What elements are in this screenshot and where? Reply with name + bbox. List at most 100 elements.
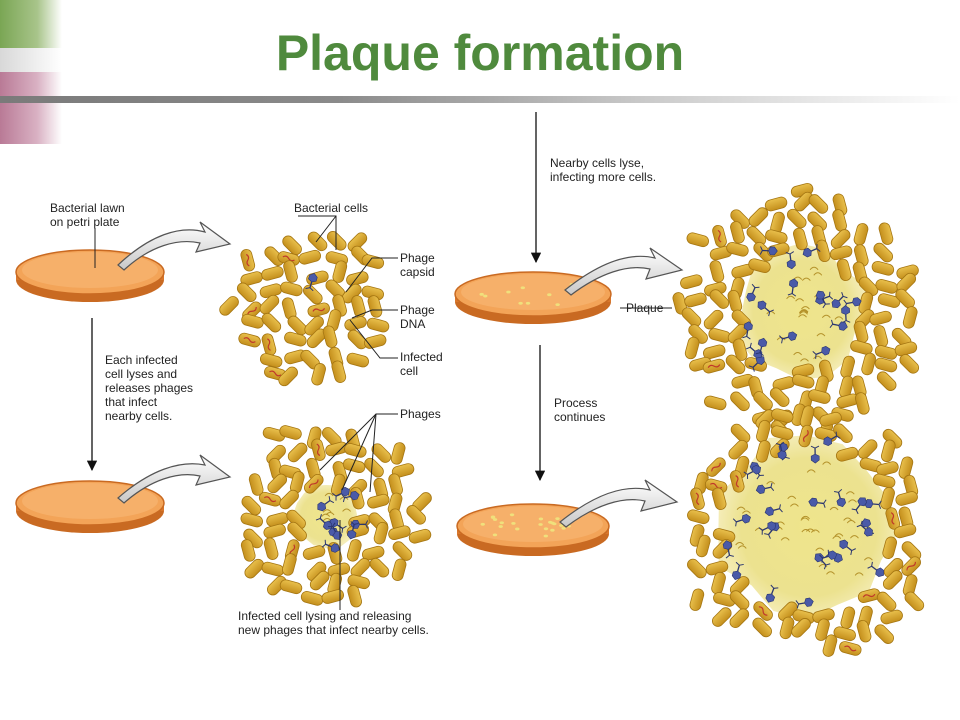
dna-fragment (801, 515, 810, 520)
phage (765, 584, 779, 603)
bacterial-cell (753, 241, 773, 262)
bacterial-cell (302, 545, 326, 560)
bacterial-cell (748, 258, 771, 273)
dna-fragment (813, 272, 823, 276)
bacterial-cell (287, 521, 307, 542)
bacterial-cell (815, 618, 830, 641)
bacterial-cell (778, 601, 798, 622)
dna-fragment (816, 333, 826, 337)
dna-fragment (798, 314, 807, 318)
dna-fragment (801, 529, 811, 533)
bacterial-cell (876, 371, 897, 391)
dna-fragment (818, 563, 828, 568)
bacterial-cell (791, 373, 815, 389)
plaque-spot (479, 292, 484, 296)
label-bacterial-cells: Bacterial cells (294, 201, 368, 215)
bacterial-cell (729, 470, 745, 493)
bacterial-cell (346, 352, 369, 368)
bacterial-cell (690, 487, 705, 510)
bacterial-cell (344, 316, 367, 331)
bacterial-cell (391, 463, 415, 478)
bacterial-cell (240, 512, 263, 528)
dna-fragment (815, 547, 825, 551)
bacterial-cell (876, 591, 897, 612)
phage (785, 251, 796, 270)
phage (341, 490, 360, 503)
bacterial-cell (829, 245, 853, 261)
bacterial-cell (279, 579, 303, 595)
dna-fragment (790, 503, 799, 507)
dna-fragment (834, 533, 844, 537)
bacterial-cell (765, 229, 788, 245)
bacterial-cell (703, 309, 724, 330)
plate-lawn-highlight (461, 274, 605, 310)
bacterial-cell (408, 528, 432, 544)
bacterial-cell (878, 222, 894, 245)
dna-fragment (766, 481, 776, 485)
bacterial-cell (695, 534, 711, 558)
plaque-spot (561, 526, 566, 530)
bacterial-cell (808, 194, 829, 214)
bacterial-cell (770, 425, 794, 441)
bacterial-cell (840, 606, 856, 629)
plaque-spot (492, 533, 498, 537)
plaque-spot (547, 293, 552, 297)
plaque-spot (555, 517, 560, 521)
bacterial-cell (857, 588, 881, 604)
dna-fragment (795, 298, 804, 302)
dna-fragment (742, 510, 751, 514)
bacterial-cell (367, 295, 383, 318)
bacterial-cell (746, 226, 767, 246)
bacterial-cell (706, 457, 726, 477)
bacterial-cell (298, 249, 321, 265)
bacterial-cell (311, 438, 326, 461)
title-rule (0, 96, 960, 103)
bacterial-cell (303, 284, 323, 305)
phage (779, 331, 798, 344)
dna-fragment (826, 571, 835, 575)
bacterial-cell (238, 332, 261, 348)
phage (743, 464, 762, 479)
bacterial-cell (808, 389, 831, 404)
dna-fragment (321, 513, 331, 517)
dna-fragment (799, 311, 808, 315)
bacterial-cell (709, 260, 725, 283)
phage (746, 283, 760, 302)
curved-arrow-2 (117, 454, 232, 504)
bacterial-cell (388, 525, 411, 541)
bacterial-cell (857, 439, 878, 459)
bacterial-cell (331, 360, 347, 383)
dna-fragment (821, 314, 831, 319)
plaque-spot (483, 294, 488, 298)
phage (815, 290, 830, 309)
dna-fragment (800, 358, 809, 362)
bacterial-cell (880, 609, 903, 625)
bacterial-cell (240, 539, 256, 562)
bacterial-cell (244, 558, 265, 579)
phage (839, 539, 856, 556)
bacterial-cell (241, 495, 262, 516)
corner-tile-green (0, 0, 62, 48)
phage (829, 319, 848, 331)
phage (764, 504, 783, 517)
phage (742, 321, 753, 340)
bacterial-cell (704, 395, 727, 411)
bacterial-cell (326, 231, 347, 251)
phage (834, 488, 846, 508)
phage (755, 482, 775, 494)
bacterial-cell (709, 289, 730, 309)
bacterial-cell (901, 556, 921, 576)
dna-fragment (735, 542, 745, 546)
bacterial-cell (280, 281, 303, 297)
dna-fragment (324, 492, 334, 497)
bacterial-cell (895, 491, 918, 506)
plaque-spot (490, 516, 496, 519)
bacterial-cell (684, 336, 700, 360)
phage (810, 445, 820, 464)
phage (867, 561, 884, 578)
bacterial-cell (367, 493, 390, 509)
label-phages: Phages (400, 407, 441, 421)
bacterial-cell (278, 366, 298, 387)
dna-fragment (736, 506, 746, 510)
corner-tile-white (0, 48, 62, 72)
